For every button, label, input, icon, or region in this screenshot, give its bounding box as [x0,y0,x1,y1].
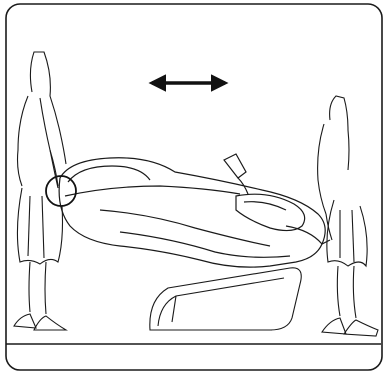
left-person [13,51,68,331]
panel-frame [5,3,383,371]
highlight-circle-icon [45,175,77,207]
right-person [317,95,379,337]
massage-chair [58,153,331,268]
chair-base [149,267,302,331]
